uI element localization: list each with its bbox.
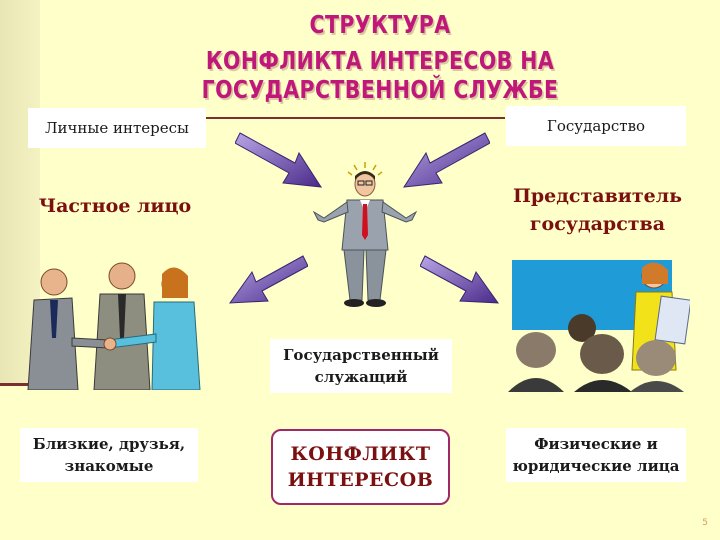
label-state-representative-line-2: государства [529,213,666,235]
box-relatives-line-2: знакомые [64,457,154,475]
left-decor-line [0,383,40,386]
arrow-to-bottom-left-icon [228,255,308,304]
box-state: Государство [506,106,686,146]
title-line-2: КОНФЛИКТА ИНТЕРЕСОВ НА ГОСУДАРСТВЕННОЙ С… [201,46,559,104]
box-civil-servant-line-1: Государственный [283,346,439,364]
box-legal-entities-line-2: юридические лица [512,457,680,475]
box-legal-entities-line-1: Физические и [534,435,658,453]
arrow-to-center-from-top-right-icon [403,132,490,188]
handshake-group-illustration [27,262,201,390]
box-civil-servant-line-2: служащий [314,368,408,386]
box-state-label: Государство [546,117,646,135]
label-private-person: Частное лицо [38,195,192,217]
label-state-representative: Представитель государства [500,182,695,238]
box-relatives: Близкие, друзья, знакомые [20,428,198,482]
civil-servant-figure [312,162,418,307]
box-personal-interests: Личные интересы [28,108,206,148]
conflict-line-1: КОНФЛИКТ [290,443,431,465]
box-legal-entities: Физические и юридические лица [506,428,686,482]
label-state-representative-line-1: Представитель [512,185,683,207]
box-relatives-line-1: Близкие, друзья, [32,435,186,453]
conflict-line-2: ИНТЕРЕСОВ [287,469,434,491]
title-line-1: СТРУКТУРА [309,10,451,39]
conflict-of-interest-box: КОНФЛИКТ ИНТЕРЕСОВ [271,429,450,505]
box-personal-interests-label: Личные интересы [44,119,189,137]
arrow-to-bottom-right-icon [420,255,500,304]
arrow-to-center-from-top-left-icon [235,132,322,188]
box-civil-servant: Государственный служащий [270,339,452,393]
meeting-illustration [508,260,690,392]
page-number: 5 [702,518,708,528]
top-divider-line [205,117,505,119]
